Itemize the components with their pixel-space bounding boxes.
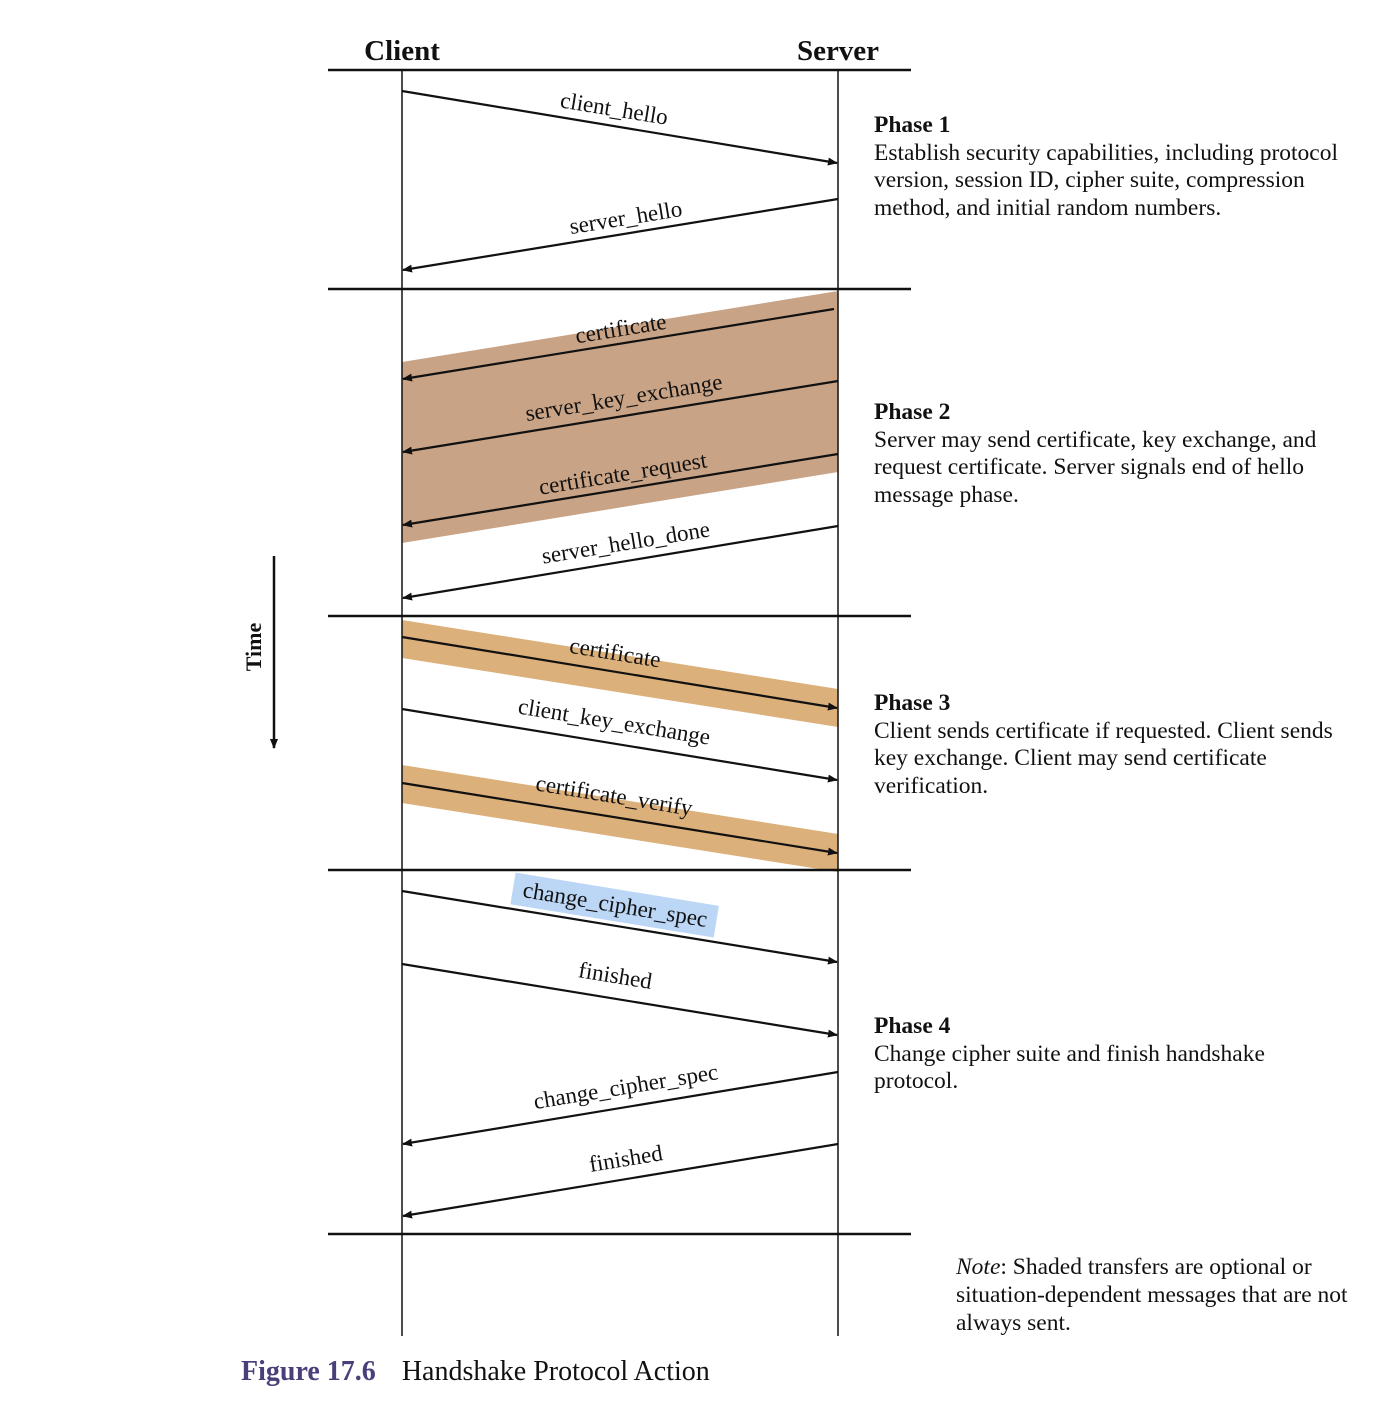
note-prefix: Note [956, 1254, 1001, 1280]
client-finished-arrow [401, 962, 838, 1038]
client-change-cipher-spec-arrow [401, 889, 838, 965]
phase-title: Phase 3 [874, 690, 951, 716]
figure-number: Figure 17.6 [241, 1356, 376, 1387]
phase-dividers [328, 68, 911, 1236]
message-label: finished [577, 957, 655, 994]
message-label: change_cipher_spec [521, 877, 709, 932]
phase-text: Server may send certificate, key exchang… [874, 426, 1317, 508]
phase4-description: Phase 4 Change cipher suite and finish h… [874, 1013, 1344, 1096]
message-label: change_cipher_spec [532, 1059, 720, 1114]
server-heading: Server [797, 35, 879, 67]
server-hello-done-arrow [402, 524, 839, 601]
certificate-request-arrow [402, 452, 839, 528]
time-label: Time [241, 623, 266, 672]
certificate-arrow [402, 307, 835, 382]
client-key-exchange-arrow [401, 707, 838, 783]
time-axis: Time [241, 556, 278, 749]
client-heading: Client [364, 35, 440, 67]
server-hello-arrow [402, 197, 839, 273]
phase1-description: Phase 1 Establish security capabilities,… [874, 112, 1344, 222]
phase-text: Client sends certificate if requested. C… [874, 717, 1333, 799]
server-finished-arrow [402, 1142, 839, 1219]
phase-title: Phase 1 [874, 112, 951, 138]
message-labels: client_hello server_hello certificate se… [516, 87, 724, 1176]
shading-note: Note: Shaded transfers are optional or s… [956, 1253, 1356, 1337]
client-hello-arrow [401, 89, 838, 166]
note-text: : Shaded transfers are optional or situa… [956, 1254, 1348, 1336]
phase-title: Phase 2 [874, 399, 951, 425]
message-label: finished [587, 1140, 665, 1177]
phase-text: Establish security capabilities, includi… [874, 139, 1339, 221]
phase-title: Phase 4 [874, 1013, 951, 1039]
server-change-cipher-spec-arrow [402, 1070, 839, 1147]
certificate-verify-arrow [401, 781, 838, 856]
figure-caption: Figure 17.6 Handshake Protocol Action [241, 1356, 710, 1388]
message-label: client_hello [559, 87, 670, 129]
phase2-description: Phase 2 Server may send certificate, key… [874, 399, 1344, 509]
selected-label-highlight [510, 872, 719, 938]
phase3-description: Phase 3 Client sends certificate if requ… [874, 690, 1344, 800]
figure-title: Handshake Protocol Action [401, 1356, 710, 1387]
message-arrows [401, 89, 839, 1219]
client-certificate-arrow [401, 635, 838, 711]
server-key-exchange-arrow [402, 379, 839, 455]
phase-text: Change cipher suite and finish handshake… [874, 1040, 1265, 1095]
